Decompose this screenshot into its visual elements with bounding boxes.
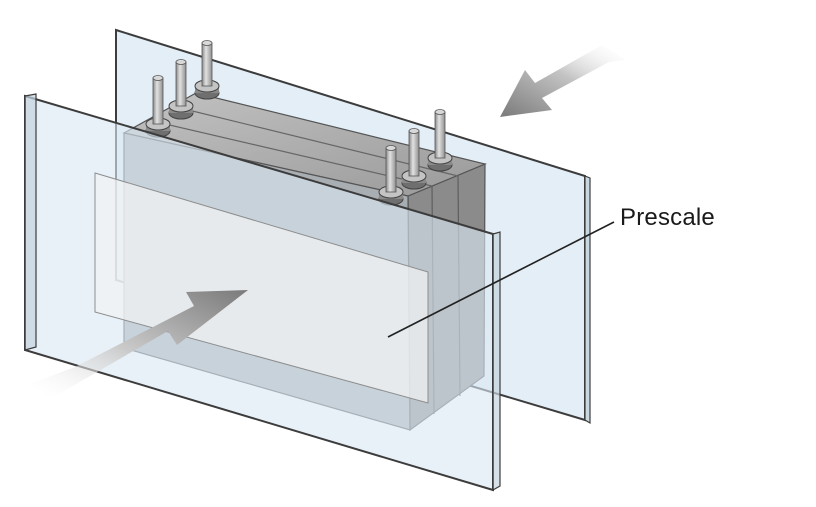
callout-leader-line <box>387 221 615 338</box>
terminal-icon <box>427 109 453 172</box>
terminal-icon <box>194 40 220 100</box>
cell-divider-top <box>147 119 433 187</box>
terminal-group-right <box>378 109 453 206</box>
terminal-icon <box>401 128 427 190</box>
terminal-icon <box>378 145 404 206</box>
pressure-arrow-back-icon <box>500 45 626 117</box>
pressure-arrow-front-icon <box>30 290 248 398</box>
front-plate-edge <box>24 93 37 351</box>
prescale-film <box>94 172 429 404</box>
back-plate-edge <box>584 175 591 425</box>
terminal-group-left <box>145 40 220 138</box>
terminal-icon <box>168 59 194 120</box>
front-plate-edge-right <box>492 231 501 492</box>
prescale-label: Prescale <box>620 204 715 231</box>
